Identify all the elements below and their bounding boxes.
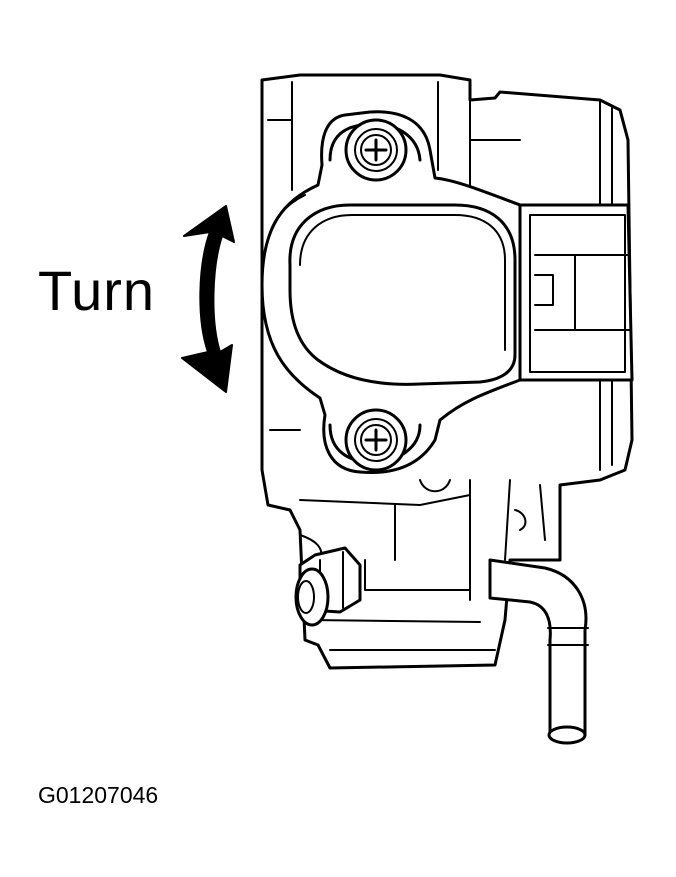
turn-label: Turn [38, 259, 156, 322]
figure-code: G01207046 [38, 782, 159, 808]
sensor-connector [518, 203, 634, 382]
turn-direction-arrow [181, 205, 235, 393]
coolant-pipe [488, 558, 589, 745]
hex-nut-bolt [294, 546, 362, 627]
lower-mounting-screw [344, 408, 408, 472]
upper-mounting-screw [344, 118, 408, 182]
throttle-position-sensor [260, 110, 522, 475]
